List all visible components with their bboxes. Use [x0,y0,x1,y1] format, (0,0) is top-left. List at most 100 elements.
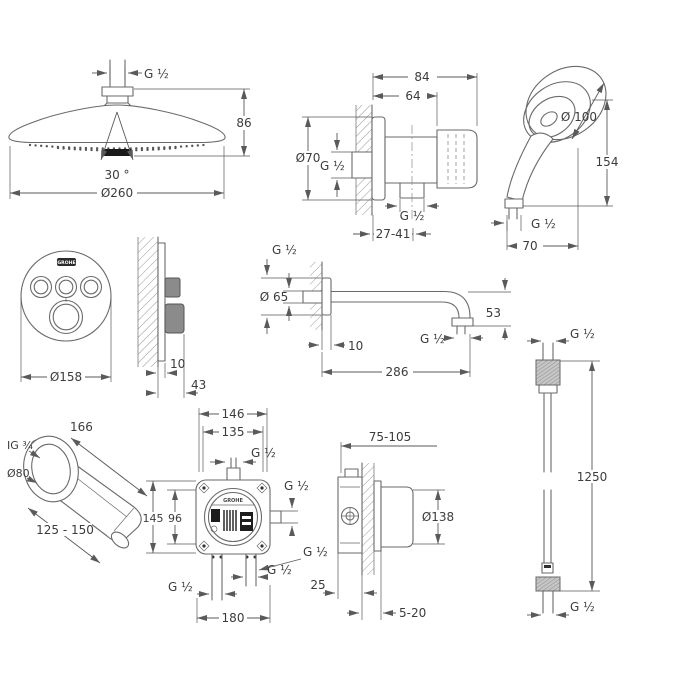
elbow-flange [371,116,386,201]
dim-smartbox-trim-diameter: Ø138 [413,489,456,545]
dim-thermostat-diameter: Ø158 [20,298,112,384]
hose-top-collar [538,384,558,394]
hose-bottom-nut [535,576,561,592]
thermostat-button-side [164,277,181,298]
dim-head-thread: G ½ [92,66,169,81]
dim-hose-length: 1250 [560,360,608,592]
smartbox-trim-plate [373,480,382,552]
smartbox-width-inner-label: 135 [222,425,245,439]
head-shower-nut [101,86,134,97]
dim-spout-flange-diameter: Ø80 [7,467,38,484]
smartbox-thread-right-label: G ½ [284,479,309,493]
arm-thread-wall-label: G ½ [272,243,297,257]
smartbox-thread-bottom-center-label: G ½ [267,563,292,577]
dim-hand-diameter: Ø 100 [561,82,605,140]
dim-head-height: 86 [134,88,253,157]
spout-outlet [110,531,130,549]
dim-smartbox-spacing-bottom: 180 [196,585,271,625]
dim-elbow-thread-wall: G ½ [320,133,352,197]
smartbox-trim-cylinder [380,486,414,548]
smartbox-thread-bottom-left-label: G ½ [168,580,193,594]
thermostat-plate [20,250,112,342]
hand-diameter-label: Ø 100 [561,110,597,124]
dim-smartbox-thread-top: G ½ [210,446,276,465]
dim-smartbox-height-inner: 96 [167,489,196,545]
dim-elbow-wall-depth: 27-41 [353,215,431,241]
hose-top-nut [535,359,561,386]
dim-hand-width: 70 [506,148,579,253]
hand-shower-view: Ø 100 154 G ½ 70 [491,65,624,253]
smartbox-ring [203,487,263,547]
dim-elbow-thread-outlet: G ½ [385,199,439,223]
dim-thermostat-plate-depth: 10 [146,334,185,398]
thermostat-diameter-label: Ø158 [50,370,82,384]
thermostat-side-view [137,236,185,368]
shower-arm-view: G ½ Ø 65 10 286 G ½ 53 [260,243,511,379]
smartbox-front-view: GROHE 146 135 G ½ 145 96 [143,407,328,625]
smartbox-offset-label: 25 [310,578,325,592]
dim-elbow-flange-diameter: Ø70 [290,116,372,201]
hand-shower-inlet [508,207,518,220]
arm-end-nut [451,317,474,327]
dim-thermostat-total-depth: 43 [146,378,206,396]
dim-arm-length: 286 [321,334,471,379]
head-shower-view: 30 ° G ½ 86 Ø260 [8,59,253,200]
dim-hose-thread-bottom: G ½ [527,600,595,618]
dim-arm-thread-end: G ½ [420,332,483,346]
smartbox-side-stubs [211,510,282,601]
dim-smartbox-height-outer: 145 [143,480,196,554]
smartbox-internals [210,509,253,533]
dim-elbow-width-total: 84 [372,70,478,126]
hose-view: G ½ 1250 G ½ [527,327,608,618]
dim-smartbox-thread-bottom-left: G ½ [168,580,237,597]
smartbox-corner-fixings [198,482,268,559]
thermostat-view: GROHE Ø158 10 43 [20,236,206,398]
dim-spout-projection: 125 - 150 [27,507,101,564]
head-shower-pipe [109,59,126,88]
elbow-thread-outlet-label: G ½ [400,209,425,223]
spout-projection-label: 125 - 150 [36,523,94,537]
elbow-flange-diameter-label: Ø70 [296,151,321,165]
spout-flange-diameter-label: Ø80 [7,467,30,480]
elbow-width-body-label: 64 [405,89,420,103]
arm-flange-diameter-label: Ø 65 [260,290,289,304]
elbow-thread-wall-label: G ½ [320,159,345,173]
dim-smartbox-plaster-depth: 5-20 [347,549,426,620]
thermostat-buttons [29,275,103,299]
dim-arm-drop: 53 [468,278,511,340]
hose-bottom-thread [542,590,554,614]
arm-flange [321,277,332,316]
arm-thread-end-label: G ½ [420,332,445,346]
arm-end-thread [456,325,466,335]
dim-smartbox-thread-bottom-center: G ½ [231,563,292,580]
hose-thread-top-label: G ½ [570,327,595,341]
elbow-width-total-label: 84 [414,70,429,84]
arm-flange-depth-label: 10 [348,339,363,353]
arm-tube [330,290,471,319]
smartbox-width-outer-label: 146 [222,407,245,421]
hose-lower-segment [543,489,552,564]
smartbox-top-stub [226,457,241,481]
grohe-logo [57,258,76,266]
smartbox-thread-top-label: G ½ [251,446,276,460]
smartbox-thread-bottom-right-label: G ½ [303,545,328,559]
dim-elbow-width-body: 64 [373,89,438,126]
spout-thread-label: IG ¾ [7,439,33,452]
grohe-logo-text: GROHE [57,260,75,266]
handshower-holder [436,129,478,189]
smartbox-side-top-stub [344,468,359,478]
hand-shower-handle [506,132,554,202]
spray-center-band [103,149,132,156]
dim-arm-flange-diameter: Ø 65 [260,259,321,334]
spray-angle-label: 30 ° [104,168,129,182]
smartbox-install-depth-label: 75-105 [369,430,412,444]
head-diameter-label: Ø260 [101,186,133,200]
dim-smartbox-width-outer: 146 [198,407,268,472]
spray-nozzles-row [28,143,206,150]
dim-spout-thread: IG ¾ [7,439,41,459]
thermostat-total-depth-label: 43 [191,378,206,392]
dim-hose-thread-top: G ½ [527,327,595,344]
thermostat-trim-plate [157,242,166,362]
dim-spout-length: 166 [70,420,148,497]
